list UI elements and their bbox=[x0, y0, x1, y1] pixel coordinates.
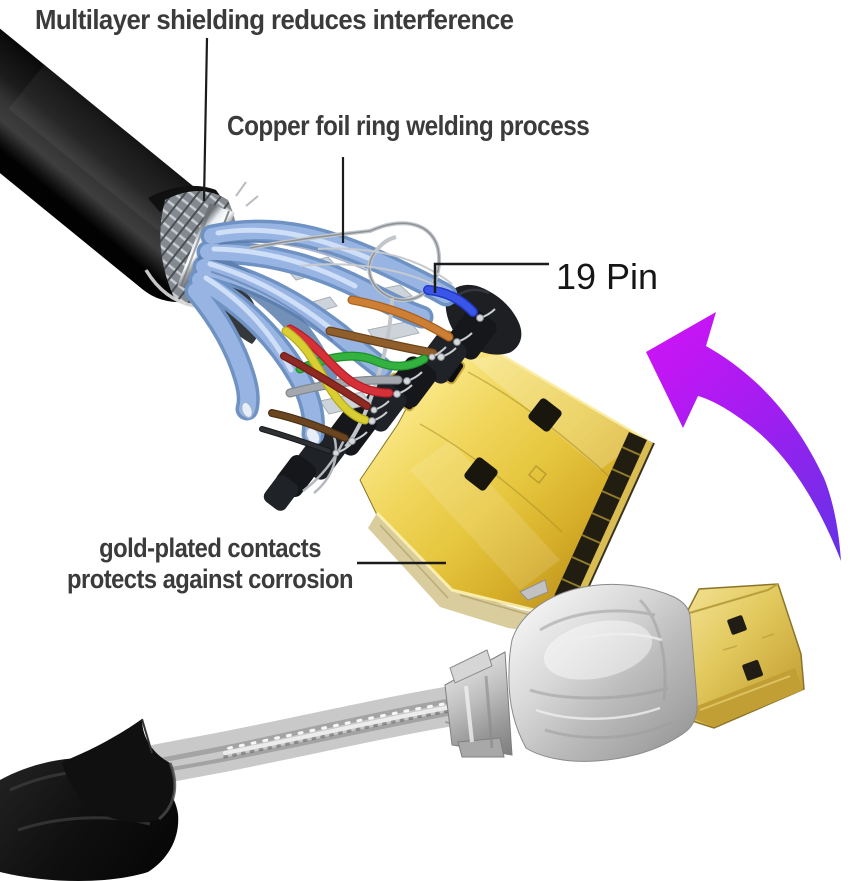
leader-multilayer bbox=[202, 37, 209, 202]
signal-wires bbox=[259, 285, 478, 454]
assembled-connector bbox=[0, 579, 805, 881]
solder-shell bbox=[508, 579, 698, 762]
pin-contact-edge bbox=[549, 432, 647, 616]
gold-plug bbox=[685, 583, 805, 729]
label-gold-plated-contacts: gold-plated contacts protects against co… bbox=[60, 533, 359, 595]
curved-arrow-icon bbox=[646, 312, 841, 561]
label-19-pin: 19 Pin bbox=[556, 256, 659, 297]
label-gold-line1: gold-plated contacts bbox=[99, 533, 321, 563]
cable-cutaway bbox=[0, 28, 655, 634]
label-copper-foil-ring: Copper foil ring welding process bbox=[227, 110, 590, 141]
connector-hole bbox=[528, 398, 562, 432]
label-gold-line2: protects against corrosion bbox=[66, 564, 354, 594]
crimp-collar bbox=[444, 649, 513, 758]
braided-cable bbox=[106, 669, 478, 791]
leader-lines bbox=[202, 37, 549, 565]
plug-hole bbox=[727, 615, 747, 635]
label-multilayer-shielding: Multilayer shielding reduces interferenc… bbox=[35, 4, 514, 35]
connector-hole bbox=[464, 457, 498, 491]
plug-hole bbox=[742, 659, 763, 681]
leader-19pin-bracket bbox=[433, 262, 549, 293]
solder-joints bbox=[332, 308, 496, 457]
jacket-flap bbox=[62, 718, 177, 823]
